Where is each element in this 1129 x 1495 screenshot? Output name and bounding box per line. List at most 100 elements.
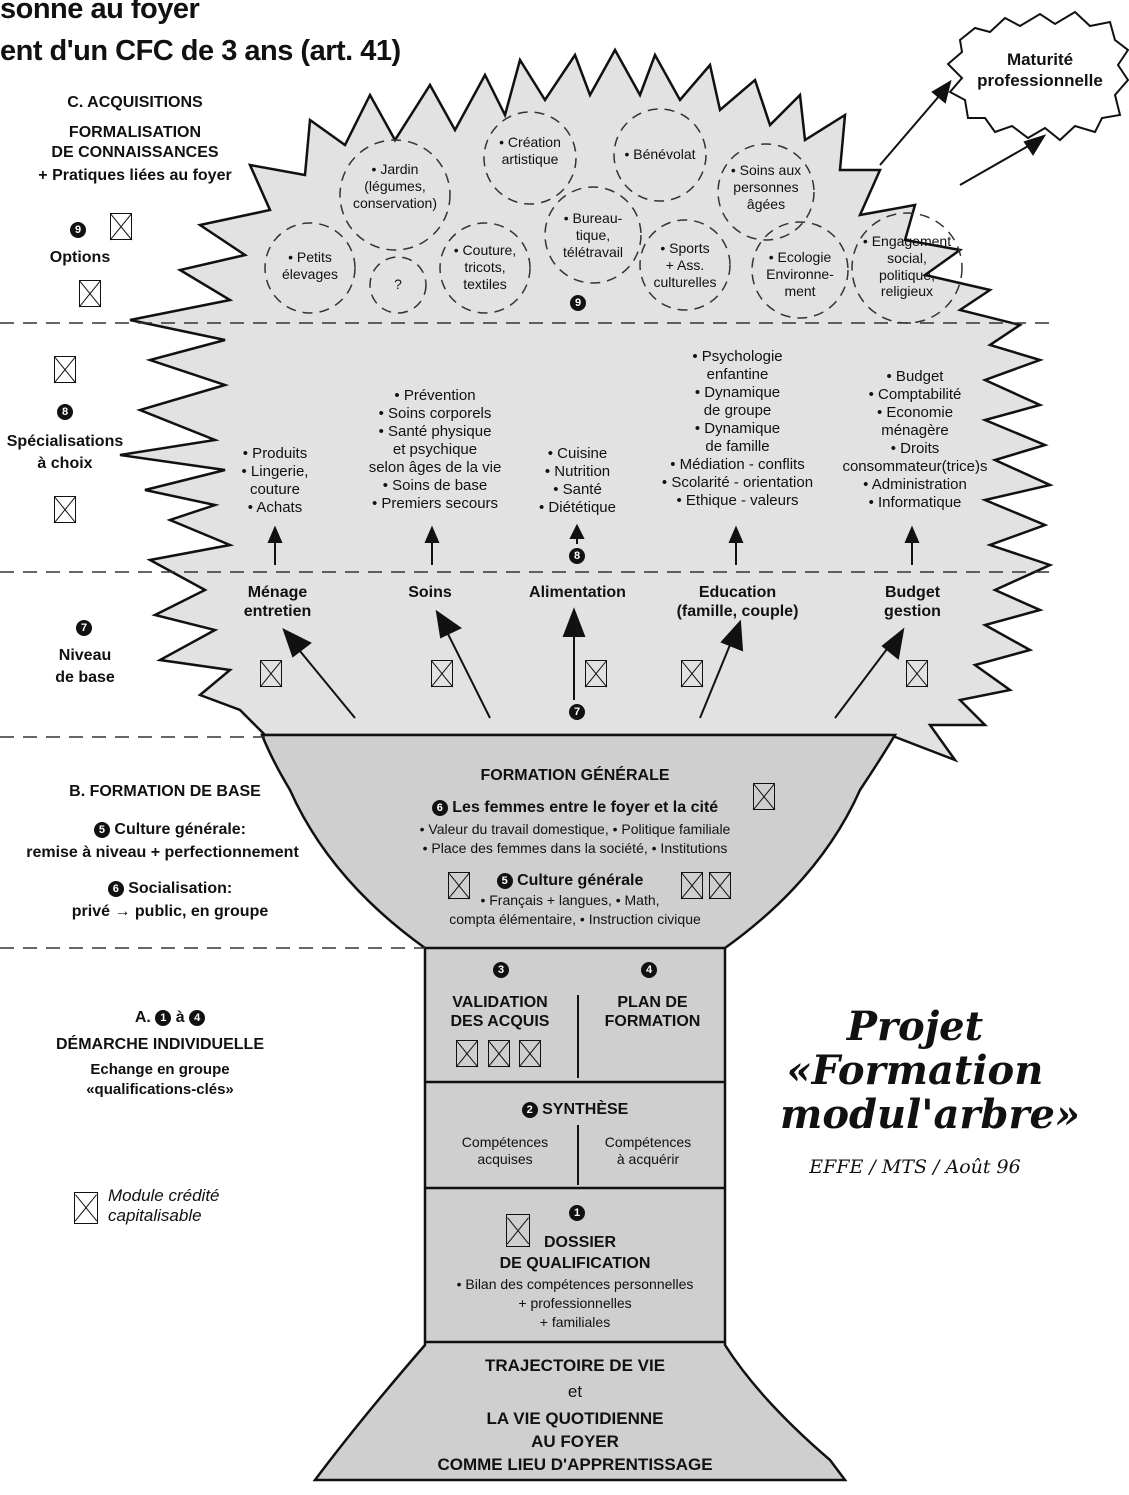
femmes-number: 6 (431, 799, 448, 816)
spec-col-soins: • Prévention• Soins corporels• Santé phy… (368, 387, 502, 512)
option-unknown: ? (394, 276, 402, 292)
synthese-title: SYNTHÈSE (542, 1101, 629, 1118)
a-mid: à (175, 1009, 185, 1026)
synthese-number: 2 (521, 1101, 538, 1118)
culture-line2: compta élémentaire, • Instruction civiqu… (449, 911, 701, 927)
culture-number: 5 (93, 821, 110, 838)
professionnelles-line: + professionnelles (518, 1295, 632, 1311)
connaissances-label: DE CONNAISSANCES (51, 144, 219, 161)
module-box (488, 1040, 510, 1067)
projet-credit: EFFE / MTS / Août 96 (809, 1156, 1021, 1178)
module-box (709, 872, 731, 899)
options-number: 9 (70, 222, 86, 238)
socialisation-label: Socialisation: (128, 880, 233, 897)
au-foyer-line: AU FOYER (531, 1432, 619, 1451)
dossier-title: DOSSIER (543, 1234, 616, 1251)
module-box (260, 660, 282, 687)
module-box (79, 280, 101, 307)
a-prefix: A. (134, 1009, 151, 1026)
validation-number: 3 (493, 962, 509, 978)
module-box (519, 1040, 541, 1067)
acquisitions-title: C. ACQUISITIONS (67, 94, 203, 111)
base-center-number: 7 (569, 704, 585, 720)
options-label: Options (49, 249, 111, 266)
option-jardin: • Jardin(légumes,conservation) (352, 161, 438, 211)
formalisation-label: FORMALISATION (68, 124, 202, 141)
spec-col-menage: • Produits• Lingerie,couture• Achats (241, 445, 309, 516)
formation-base-title: B. FORMATION DE BASE (69, 783, 261, 800)
pratiques-label: + Pratiques liées au foyer (38, 167, 232, 184)
spec-center-number: 8 (569, 548, 585, 564)
legend-module-box (74, 1192, 98, 1224)
et-line: et (567, 1382, 583, 1401)
maturite-line2: professionnelle (977, 71, 1103, 90)
header-line2: ent d'un CFC de 3 ans (art. 41) (0, 35, 401, 67)
qualification-title: DE QUALIFICATION (499, 1255, 651, 1272)
module-box (681, 872, 703, 899)
module-box (110, 213, 132, 240)
maturite-line1: Maturité (1006, 50, 1074, 69)
module-box (431, 660, 453, 687)
femmes-title: Les femmes entre le foyer et la cité (452, 799, 719, 816)
module-box (54, 356, 76, 383)
projet-title: Projet «Formation modul'arbre» (780, 1003, 1080, 1138)
maturite-cloud (946, 10, 1129, 142)
plan-number: 4 (641, 962, 657, 978)
culture-trunk-title: Culture générale (517, 872, 644, 889)
a-choix-label: à choix (37, 455, 93, 472)
lieu-apprentissage-line: COMME LIEU D'APPRENTISSAGE (437, 1455, 713, 1474)
option-circles (264, 108, 963, 324)
femmes-line2: • Place des femmes dans la société, • In… (422, 840, 728, 856)
vie-quotidienne-line: LA VIE QUOTIDIENNE (486, 1409, 664, 1428)
module-box (906, 660, 928, 687)
culture-generale-label: Culture générale: (114, 821, 247, 838)
demarche-label: DÉMARCHE INDIVIDUELLE (55, 1036, 264, 1053)
echange-label: Echange en groupe (90, 1061, 230, 1078)
option-bureautique: • Bureau-tique,télétravail (563, 210, 623, 260)
femmes-line1: • Valeur du travail domestique, • Politi… (419, 821, 731, 837)
de-base-label: de base (55, 669, 115, 686)
module-box (506, 1214, 530, 1247)
culture-line1: • Français + langues, • Math, (480, 892, 660, 908)
module-box (54, 496, 76, 523)
bilan-line: • Bilan des compétences personnelles (456, 1276, 694, 1292)
option-benevolat: • Bénévolat (624, 146, 696, 162)
tree-trunk (260, 733, 898, 1482)
option-couture: • Couture,tricots,textiles (453, 242, 517, 292)
spec-arrows (267, 523, 920, 565)
module-box (448, 872, 470, 899)
module-box (681, 660, 703, 687)
specialisations-label: Spécialisations (6, 433, 124, 450)
familiales-line: + familiales (539, 1314, 611, 1330)
legend-line2: capitalisable (108, 1206, 202, 1225)
niveau-label: Niveau (58, 647, 112, 664)
a-num1: 1 (155, 1009, 172, 1026)
base-soins: Soins (408, 584, 452, 601)
spec-number: 8 (57, 404, 73, 420)
options-center-number: 9 (570, 295, 586, 311)
prive-public-label: privé → public, en groupe (71, 903, 269, 920)
formation-generale-title: FORMATION GÉNÉRALE (480, 767, 670, 784)
dashed-separators (0, 322, 1055, 949)
base-number: 7 (76, 620, 92, 636)
tree-crown (119, 47, 1054, 763)
module-box (753, 783, 775, 810)
spec-col-alimentation: • Cuisine• Nutrition• Santé• Diététique (539, 445, 616, 516)
socialisation-number: 6 (107, 880, 124, 897)
module-box (585, 660, 607, 687)
base-alimentation: Alimentation (529, 584, 626, 601)
